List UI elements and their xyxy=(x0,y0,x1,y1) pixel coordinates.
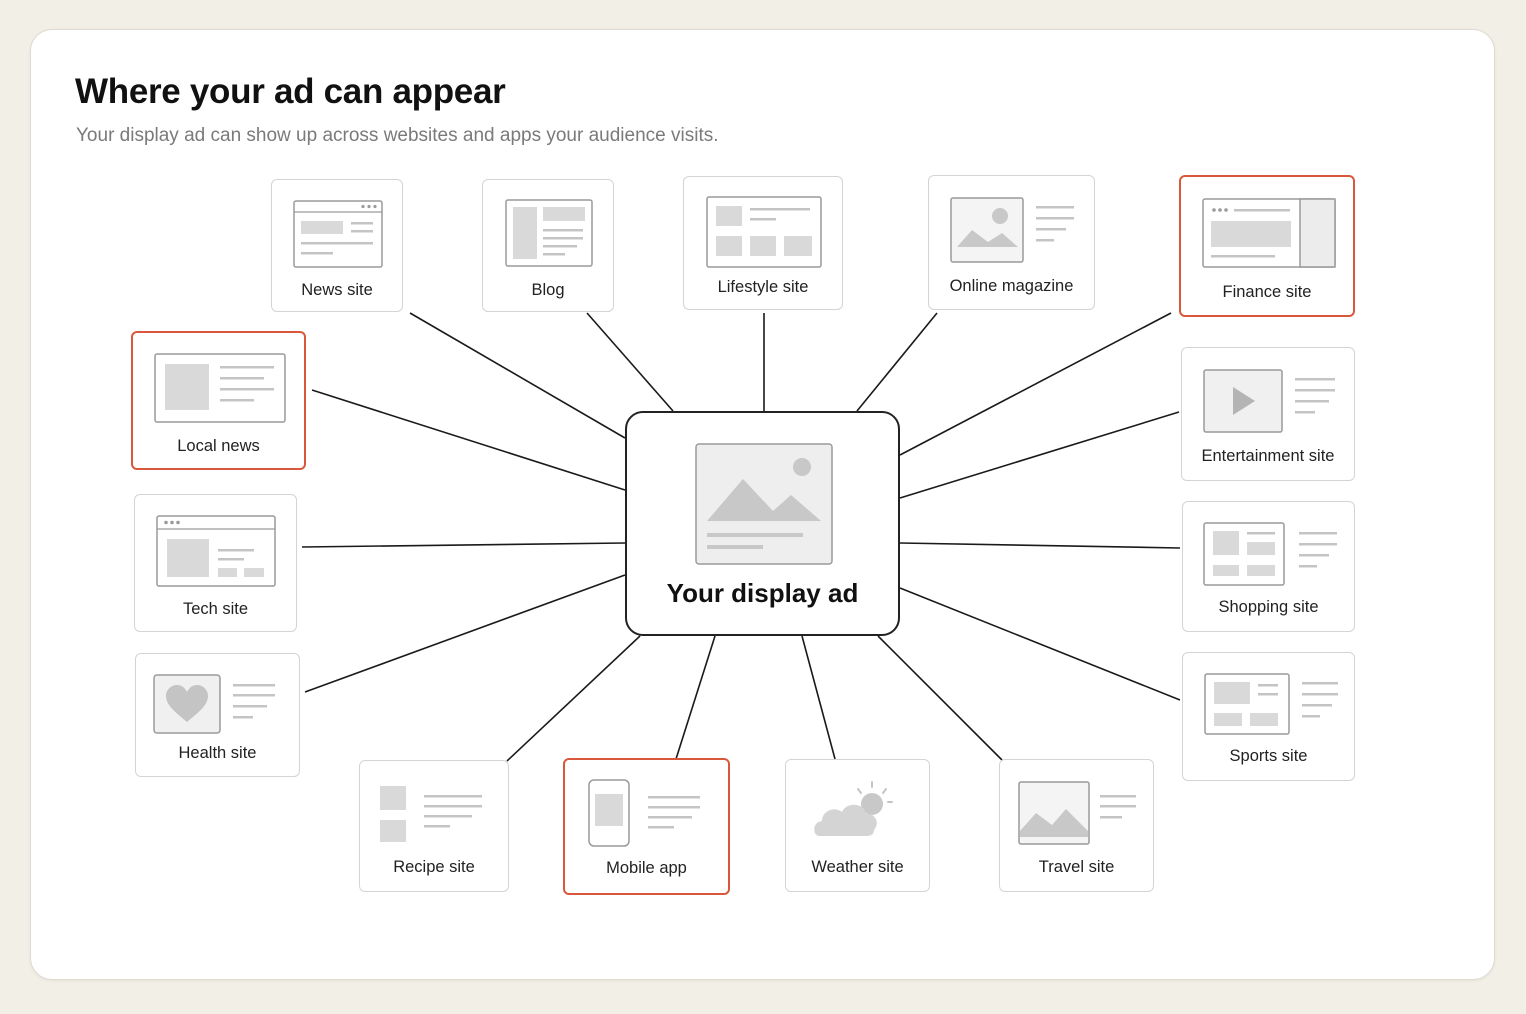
connector-online-magazine xyxy=(856,312,938,412)
node-label: Blog xyxy=(531,281,565,299)
connector-entertainment-site xyxy=(899,411,1180,499)
connector-sports-site xyxy=(899,587,1181,701)
connector-mobile-app xyxy=(675,635,716,760)
node-label: Sports site xyxy=(1229,747,1308,765)
node-tech-site[interactable]: Tech site xyxy=(134,494,297,632)
connector-health-site xyxy=(304,574,626,693)
node-label: Local news xyxy=(177,437,260,455)
node-online-magazine[interactable]: Online magazine xyxy=(928,175,1095,310)
node-mobile-app[interactable]: Mobile app xyxy=(563,758,730,895)
connector-news-site xyxy=(409,312,626,439)
smartphone-icon xyxy=(588,779,700,847)
page-subtitle: Your display ad can show up across websi… xyxy=(76,125,719,146)
page-title: Where your ad can appear xyxy=(75,72,506,111)
connector-travel-site xyxy=(877,635,1003,761)
node-weather-site[interactable]: Weather site xyxy=(785,759,930,892)
node-label: Recipe site xyxy=(393,858,475,876)
node-label: Lifestyle site xyxy=(717,278,809,296)
node-travel-site[interactable]: Travel site xyxy=(999,759,1154,892)
node-label: Tech site xyxy=(182,600,249,618)
connector-finance-site xyxy=(899,312,1172,456)
node-local-news[interactable]: Local news xyxy=(131,331,306,470)
connector-recipe-site xyxy=(506,635,641,762)
node-label: Entertainment site xyxy=(1201,447,1335,465)
node-label: Shopping site xyxy=(1218,598,1319,616)
browser-article-icon xyxy=(293,200,383,268)
blog-layout-icon xyxy=(505,199,593,267)
connector-weather-site xyxy=(801,635,836,760)
video-play-icon xyxy=(1203,369,1335,433)
recipe-list-icon xyxy=(380,786,482,842)
node-blog[interactable]: Blog xyxy=(482,179,614,312)
node-label: Health site xyxy=(178,744,257,762)
node-label: Travel site xyxy=(1038,858,1115,876)
image-article-icon xyxy=(950,197,1074,263)
node-label: Online magazine xyxy=(949,277,1074,295)
image-placeholder-icon xyxy=(695,443,833,565)
node-news-site[interactable]: News site xyxy=(271,179,403,312)
landscape-icon xyxy=(1018,781,1136,845)
connector-local-news xyxy=(311,389,626,491)
connector-shopping-site xyxy=(899,542,1181,549)
center-display-ad: Your display ad xyxy=(625,411,900,636)
product-grid-icon xyxy=(1203,522,1337,586)
node-label: Finance site xyxy=(1222,283,1312,301)
node-lifestyle-site[interactable]: Lifestyle site xyxy=(683,176,843,310)
cloud-sun-icon xyxy=(814,781,893,836)
browser-sidebar-icon xyxy=(1202,198,1336,268)
node-recipe-site[interactable]: Recipe site xyxy=(359,760,509,892)
node-shopping-site[interactable]: Shopping site xyxy=(1182,501,1355,632)
sports-layout-icon xyxy=(1204,673,1338,735)
node-finance-site[interactable]: Finance site xyxy=(1179,175,1355,317)
center-label: Your display ad xyxy=(666,578,859,608)
node-entertainment-site[interactable]: Entertainment site xyxy=(1181,347,1355,481)
article-block-icon xyxy=(154,353,286,423)
browser-tech-icon xyxy=(156,515,276,587)
node-label: Mobile app xyxy=(606,859,687,877)
node-label: News site xyxy=(301,281,373,299)
connector-blog xyxy=(586,312,674,412)
grid-layout-icon xyxy=(706,196,822,268)
node-sports-site[interactable]: Sports site xyxy=(1182,652,1355,781)
node-health-site[interactable]: Health site xyxy=(135,653,300,777)
heart-icon xyxy=(153,674,275,734)
connector-tech-site xyxy=(301,542,626,548)
node-label: Weather site xyxy=(811,858,904,876)
